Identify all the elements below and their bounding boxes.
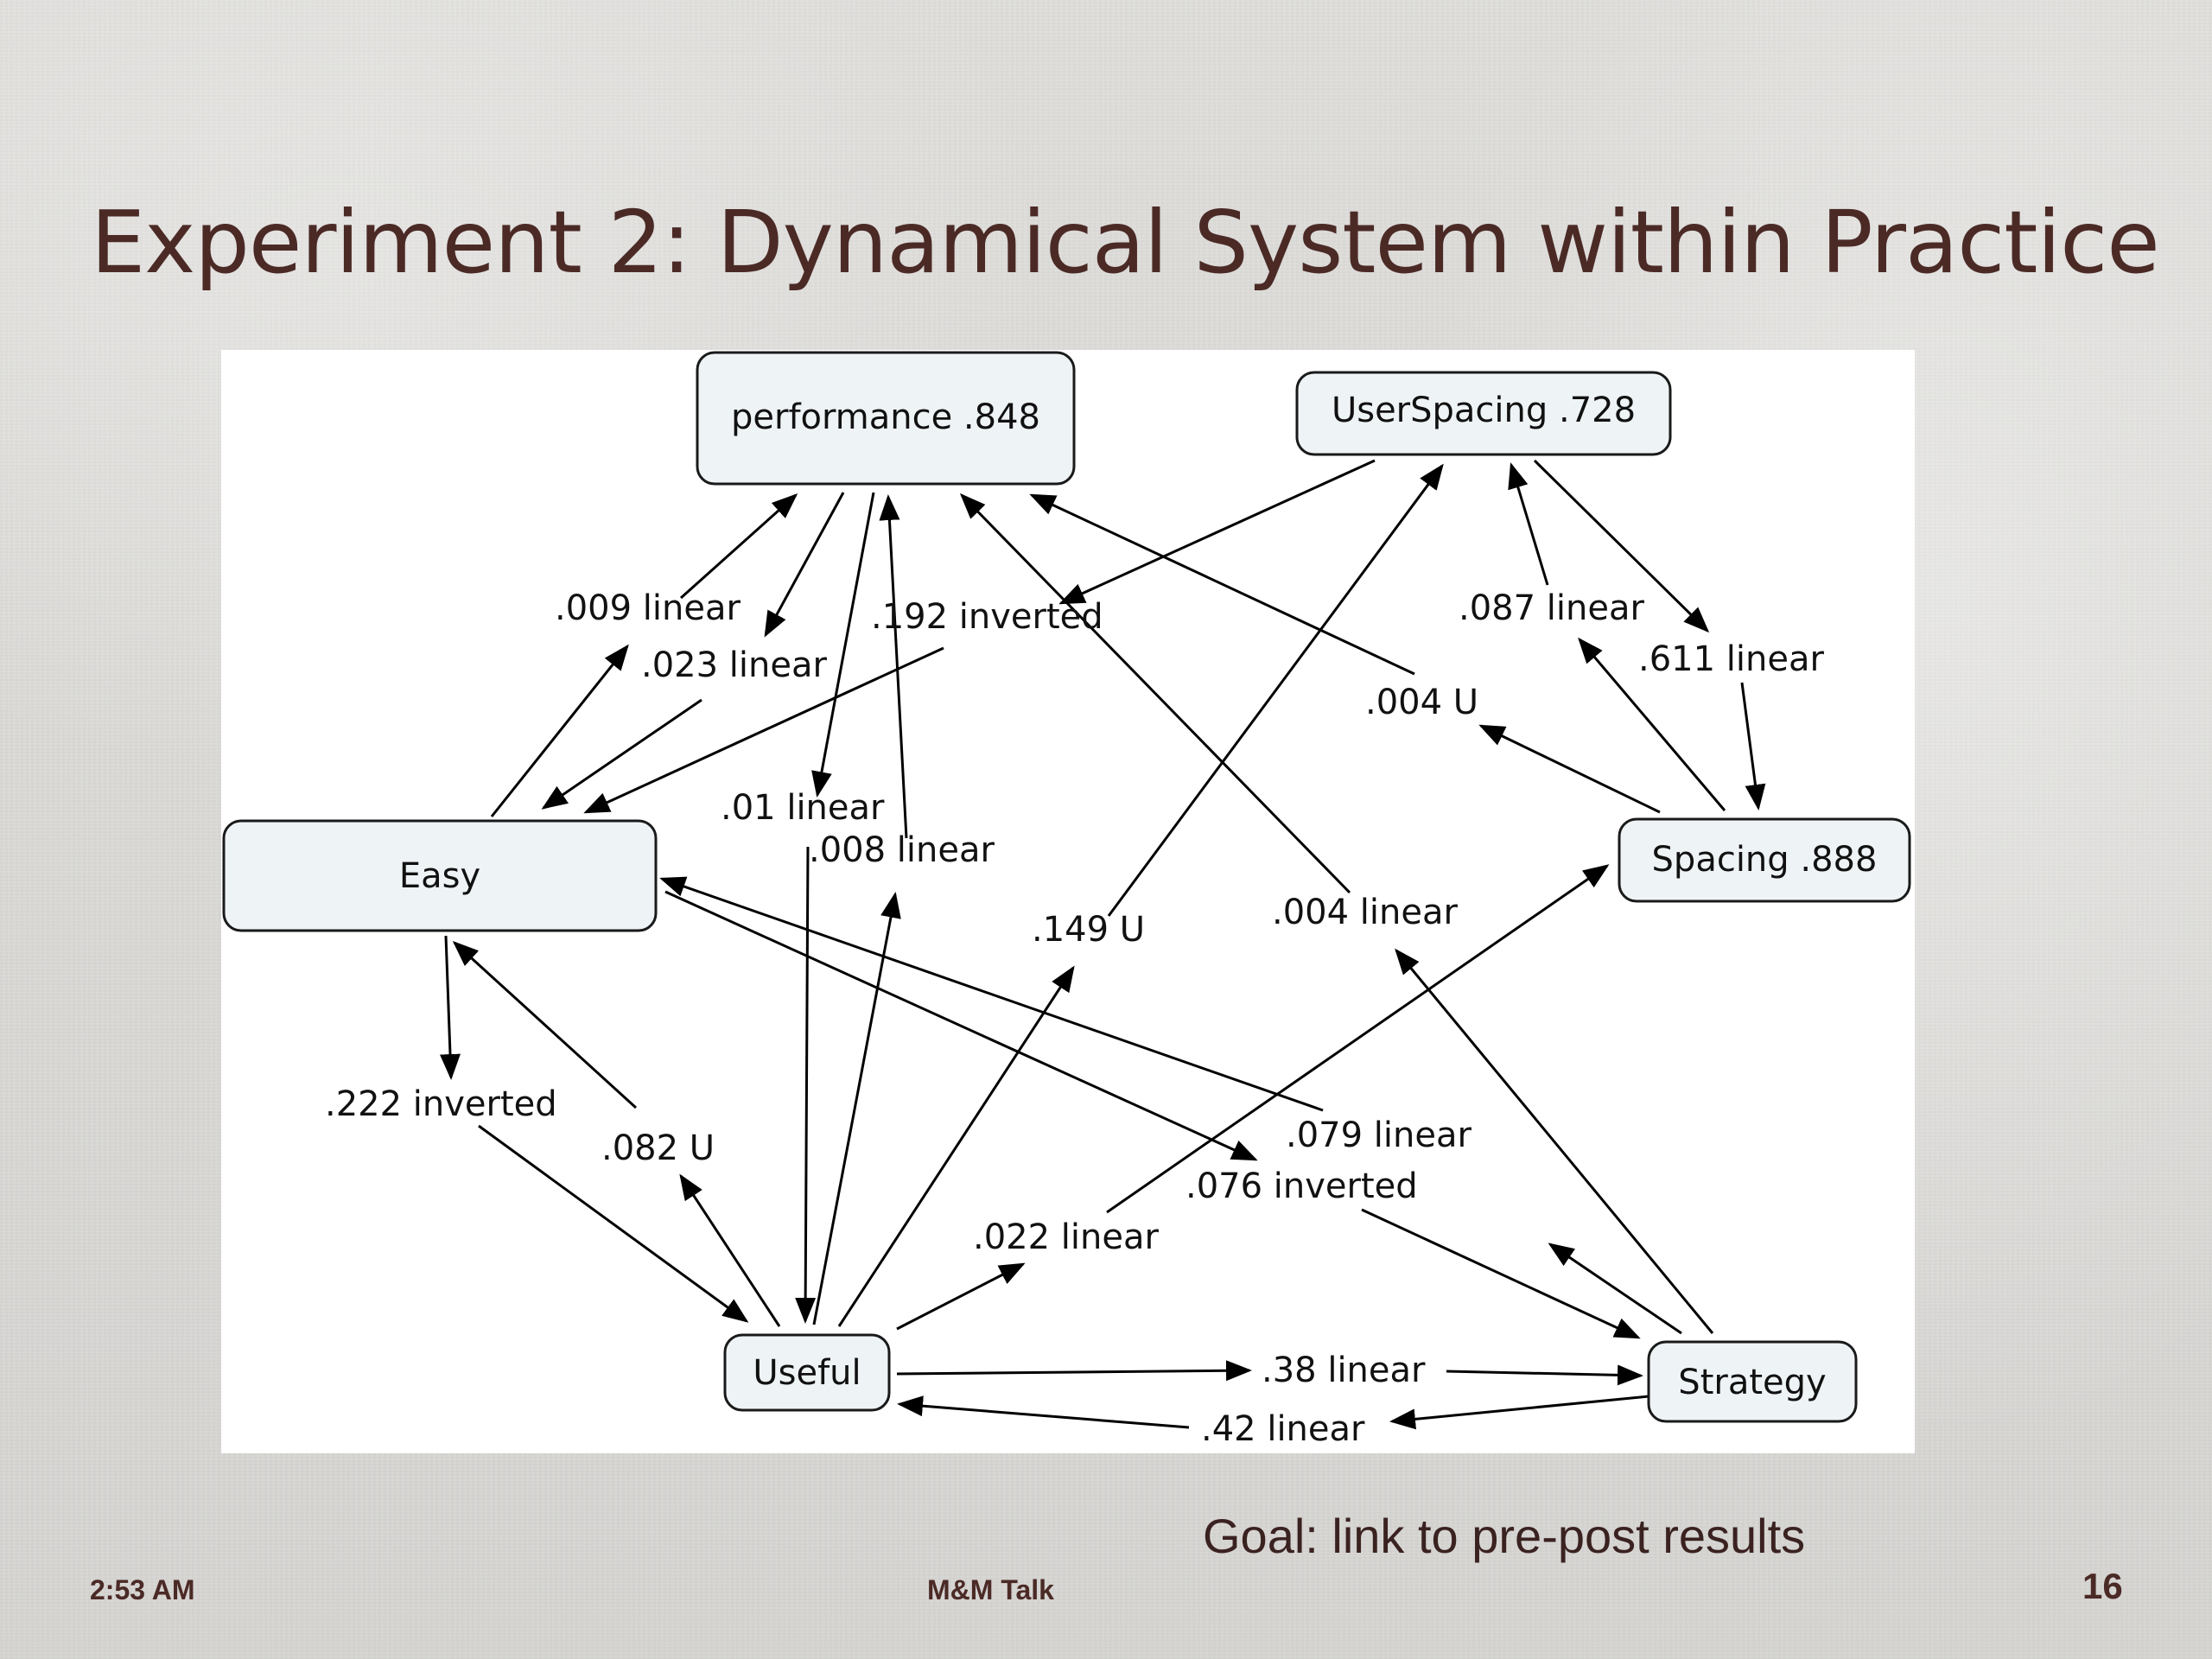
edge-label-009: .009 linear xyxy=(555,588,741,628)
edge-082-to-easy xyxy=(452,940,638,1109)
edge-performance-to-easy xyxy=(541,698,702,810)
node-easy-label: Easy xyxy=(399,856,480,896)
edge-label-611: .611 linear xyxy=(1638,639,1824,679)
goal-text: Goal: link to pre-post results xyxy=(1203,1509,1806,1563)
node-performance-label: performance .848 xyxy=(731,397,1040,437)
edge-label-076: .076 inverted xyxy=(1185,1166,1418,1206)
edge-performance-to-useful-lower xyxy=(795,846,817,1324)
edge-label-004l: .004 linear xyxy=(1272,893,1458,932)
edge-userspacing-to-611 xyxy=(1533,459,1710,633)
edge-easy-to-performance xyxy=(490,644,629,817)
edge-label-192: .192 inverted xyxy=(871,597,1103,637)
node-performance: performance .848 xyxy=(696,351,1076,486)
edge-004u-to-performance xyxy=(1029,493,1415,676)
edge-useful-to-022 xyxy=(896,1262,1026,1331)
page-number: 16 xyxy=(2082,1566,2123,1606)
footer-talk-title: M&M Talk xyxy=(927,1574,1054,1605)
edge-label-004u: .004 U xyxy=(1365,683,1478,722)
edge-label-079: .079 linear xyxy=(1286,1116,1471,1155)
edge-label-149: .149 U xyxy=(1032,910,1145,950)
edge-performance-to-useful-upper xyxy=(811,492,875,798)
edge-useful-to-performance-lower xyxy=(812,892,901,1325)
edge-easy-to-performance-upper xyxy=(679,493,798,600)
slide-title: Experiment 2: Dynamical System within Pr… xyxy=(91,192,2160,293)
edge-spacing-to-004u xyxy=(1478,724,1661,814)
edge-38-to-strategy xyxy=(1446,1364,1643,1386)
footer-time: 2:53 AM xyxy=(90,1574,195,1605)
node-spacing-label: Spacing .888 xyxy=(1652,840,1878,880)
edge-label-023: .023 linear xyxy=(641,645,827,685)
edge-label-222: .222 inverted xyxy=(325,1084,557,1124)
edge-label-082: .082 U xyxy=(601,1128,715,1168)
edge-easy-to-222 xyxy=(440,935,461,1080)
node-spacing: Spacing .888 xyxy=(1618,817,1911,903)
node-userspacing-label: UserSpacing .728 xyxy=(1332,391,1636,430)
node-strategy: Strategy xyxy=(1647,1340,1858,1423)
edge-useful-to-performance-upper xyxy=(879,494,908,839)
edge-useful-to-38 xyxy=(896,1360,1252,1382)
edge-label-022: .022 linear xyxy=(973,1217,1159,1257)
edge-42-to-useful xyxy=(897,1395,1190,1429)
edge-611-to-spacing xyxy=(1740,682,1766,810)
edge-076-to-strategy xyxy=(1361,1208,1641,1339)
edge-useful-to-082 xyxy=(679,1173,781,1327)
edge-easy-to-076 xyxy=(664,890,1258,1161)
edge-022-to-spacing xyxy=(1106,864,1610,1214)
node-userspacing: UserSpacing .728 xyxy=(1295,371,1672,456)
edge-strategy-to-004 xyxy=(1395,948,1714,1334)
dynamical-system-diagram: .009 linear .023 linear .192 inverted .0… xyxy=(222,351,1911,1449)
edge-149-to-userspacing xyxy=(1107,463,1444,917)
node-useful: Useful xyxy=(723,1333,891,1412)
node-useful-label: Useful xyxy=(753,1353,861,1393)
edge-spacing-to-087 xyxy=(1578,637,1726,811)
edge-label-38: .38 linear xyxy=(1262,1351,1426,1390)
edge-004-to-performance xyxy=(959,493,1351,894)
edge-useful-to-149 xyxy=(837,965,1075,1327)
edge-label-087: .087 linear xyxy=(1459,588,1644,628)
edge-079-to-easy xyxy=(659,876,1324,1112)
edge-strategy-to-079 xyxy=(1548,1243,1682,1335)
edge-userspacing-to-192 xyxy=(1058,459,1376,605)
edge-strategy-to-42 xyxy=(1389,1395,1649,1430)
edge-222-to-useful xyxy=(478,1124,749,1323)
edge-lines xyxy=(440,459,1766,1430)
edge-label-42: .42 linear xyxy=(1201,1409,1365,1449)
edge-192-to-easy xyxy=(583,646,944,814)
edge-label-01: .01 linear xyxy=(721,788,885,828)
diagram-panel: .009 linear .023 linear .192 inverted .0… xyxy=(221,350,1915,1453)
edge-087-to-userspacing xyxy=(1508,462,1549,586)
edge-label-008: .008 linear xyxy=(809,830,995,870)
edge-performance-to-easy-upper xyxy=(764,492,845,638)
node-easy: Easy xyxy=(222,819,658,932)
node-strategy-label: Strategy xyxy=(1678,1363,1826,1402)
